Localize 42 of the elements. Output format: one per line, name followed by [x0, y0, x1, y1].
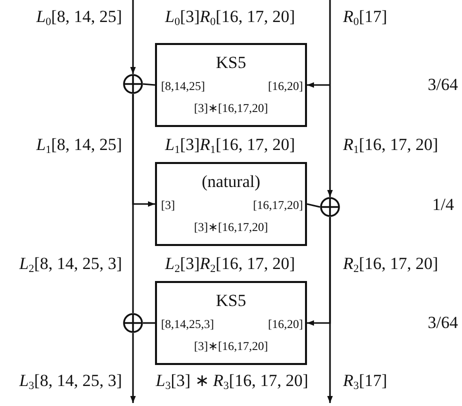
state-label: R$_{1}$[16, 17, 20] [343, 135, 438, 155]
xor-symbol [123, 74, 143, 94]
state-label: L$_{3}$[3] ∗ R$_{3}$[16, 17, 20] [156, 371, 308, 391]
port-label: [16,17,20] [253, 198, 303, 212]
state-label: L$_{1}$[3]R$_{1}$[16, 17, 20] [165, 135, 295, 155]
function-box [155, 281, 307, 365]
output-label: [3]∗[16,17,20] [193, 101, 269, 115]
state-label: L$_{3}$[8, 14, 25, 3] [19, 371, 122, 391]
arrow [130, 0, 136, 74]
state-label: R$_{2}$[16, 17, 20] [343, 254, 438, 274]
state-label: L$_{2}$[8, 14, 25, 3] [19, 254, 122, 274]
port-label: [16,20] [268, 317, 303, 331]
box-title: KS5 [214, 53, 248, 73]
state-label: 3/64 [428, 75, 458, 95]
arrow [132, 94, 155, 207]
connector-line [306, 203, 320, 208]
state-label: L$_{0}$[3]R$_{0}$[16, 17, 20] [165, 7, 295, 27]
arrow [130, 333, 136, 403]
function-box [155, 162, 307, 246]
port-label: [16,20] [268, 79, 303, 93]
box-title: KS5 [214, 291, 248, 311]
state-label: L$_{1}$[8, 14, 25] [36, 135, 122, 155]
connector-line [143, 322, 155, 324]
state-label: L$_{0}$[8, 14, 25] [36, 7, 122, 27]
port-label: [8,14,25,3] [161, 317, 214, 331]
function-box [155, 43, 307, 127]
connector-line [142, 83, 156, 86]
port-label: [8,14,25] [161, 79, 205, 93]
arrow [307, 217, 331, 326]
state-label: L$_{2}$[3]R$_{2}$[16, 17, 20] [165, 254, 295, 274]
state-label: 1/4 [432, 195, 454, 215]
box-title: (natural) [200, 172, 262, 192]
arrow [307, 82, 330, 88]
port-label: [3] [161, 198, 175, 212]
output-label: [3]∗[16,17,20] [193, 339, 269, 353]
arrow [327, 0, 333, 197]
state-label: R$_{0}$[17] [343, 7, 388, 27]
output-label: [3]∗[16,17,20] [193, 220, 269, 234]
xor-symbol [123, 313, 143, 333]
xor-symbol [320, 197, 340, 217]
state-label: 3/64 [428, 313, 458, 333]
state-label: R$_{3}$[17] [343, 371, 388, 391]
